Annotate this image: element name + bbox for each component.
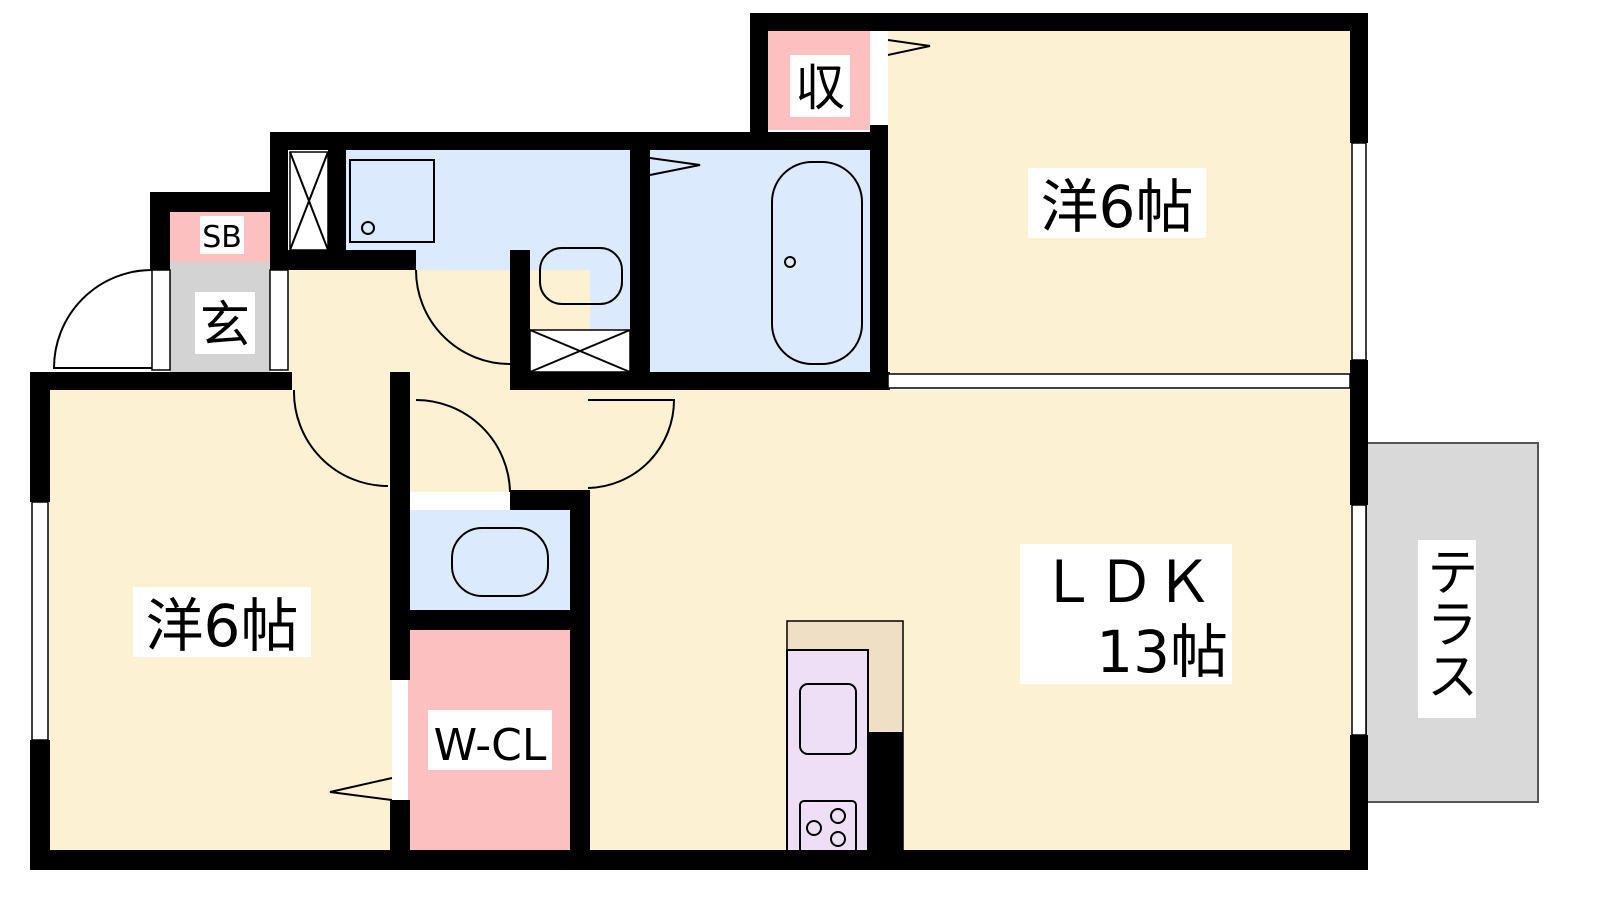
toilet-door — [415, 399, 511, 493]
terrace-label: テラス — [1417, 545, 1477, 701]
burner-icon — [830, 808, 846, 824]
fixtures — [289, 151, 863, 597]
ldk-size-label: 13帖 — [1096, 618, 1228, 686]
ldk-label: ＬＤＫ — [1039, 548, 1213, 616]
storage-door — [887, 39, 931, 56]
storage-label: 収 — [795, 59, 845, 117]
entry-door — [52, 269, 153, 369]
ldk — [588, 390, 1352, 852]
burner-icon — [830, 831, 846, 847]
bathroom — [650, 150, 872, 372]
toilet-icon — [451, 527, 549, 597]
sink-icon — [799, 683, 857, 755]
doors — [52, 39, 931, 801]
bathtub-icon — [771, 161, 863, 365]
room-west-door — [292, 389, 389, 487]
closet-door — [329, 777, 393, 801]
wash-basin-icon — [539, 247, 623, 305]
kitchen-wall — [868, 732, 903, 852]
bath-door — [649, 157, 701, 176]
western-room-north-label: 洋6帖 — [1041, 173, 1194, 241]
walk-in-closet-label: W-CL — [434, 720, 547, 771]
shoe-box-label: SB — [202, 220, 242, 255]
ldk-door — [587, 399, 676, 489]
burner-icon — [806, 820, 822, 836]
western-room-west-label: 洋6帖 — [146, 592, 299, 660]
walls — [30, 13, 1368, 870]
washer-icon — [349, 159, 435, 243]
washroom-door — [415, 269, 511, 365]
entrance-label: 玄 — [200, 296, 250, 354]
windows — [31, 142, 1367, 741]
